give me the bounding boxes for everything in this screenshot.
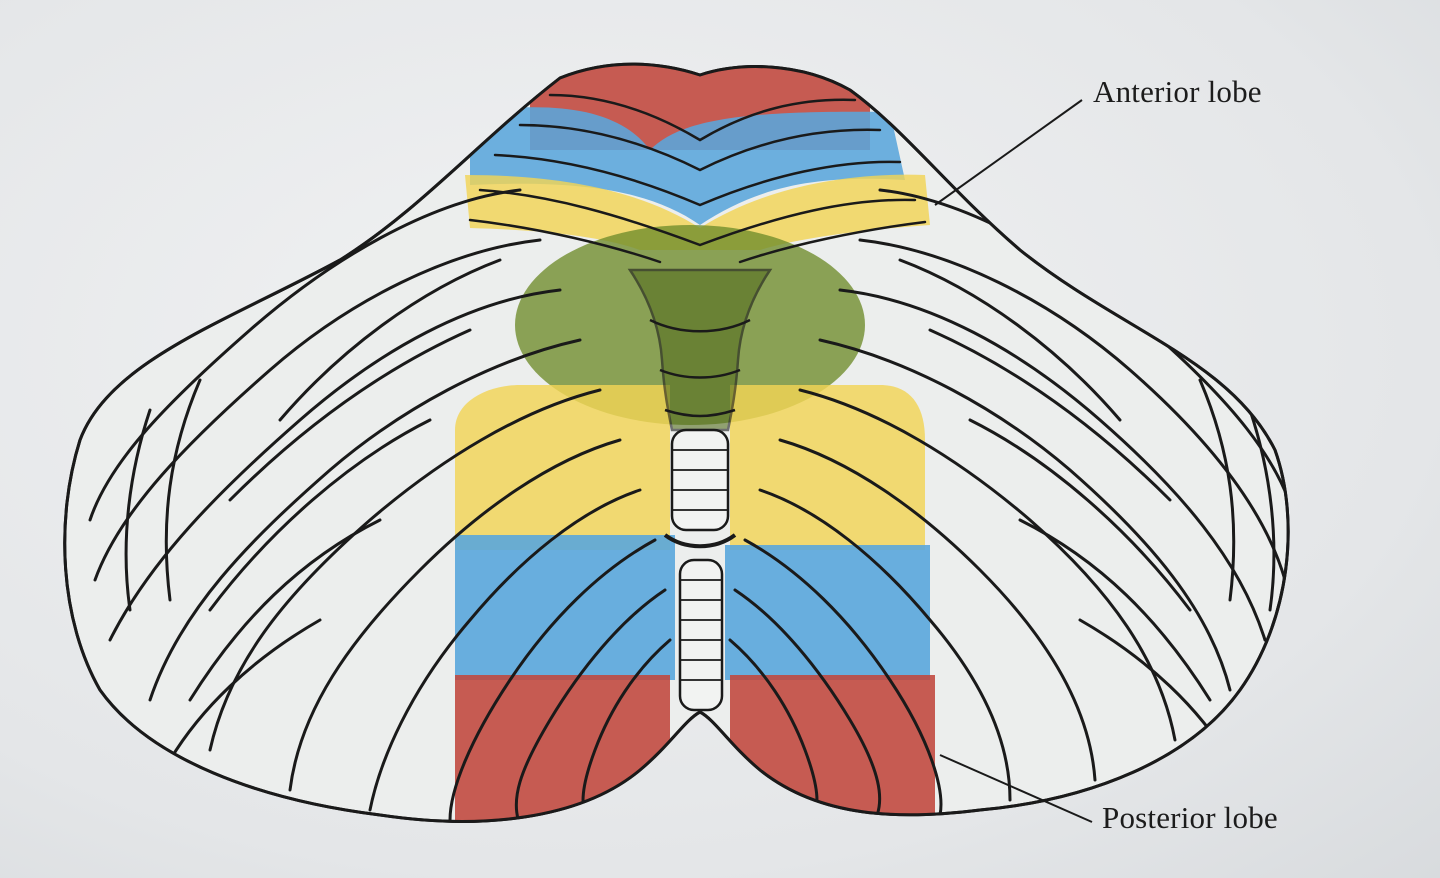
- posterior-lateral-zone-left: [455, 385, 670, 550]
- anterior-lobe-label: Anterior lobe: [1093, 74, 1262, 109]
- vermis-folia-top: [468, 93, 927, 264]
- posterior-leader-line: [939, 754, 1093, 823]
- anterior-leader-line: [934, 99, 1083, 206]
- anterior-lateral-zone: [465, 174, 930, 250]
- posterior-lateral-zone-right: [730, 385, 925, 550]
- posterior-lobe-label: Posterior lobe: [1102, 800, 1278, 835]
- posterior-intermediate-zone-left: [455, 535, 675, 680]
- posterior-intermediate-zone-right: [725, 545, 930, 680]
- central-vermis-column: [627, 268, 773, 712]
